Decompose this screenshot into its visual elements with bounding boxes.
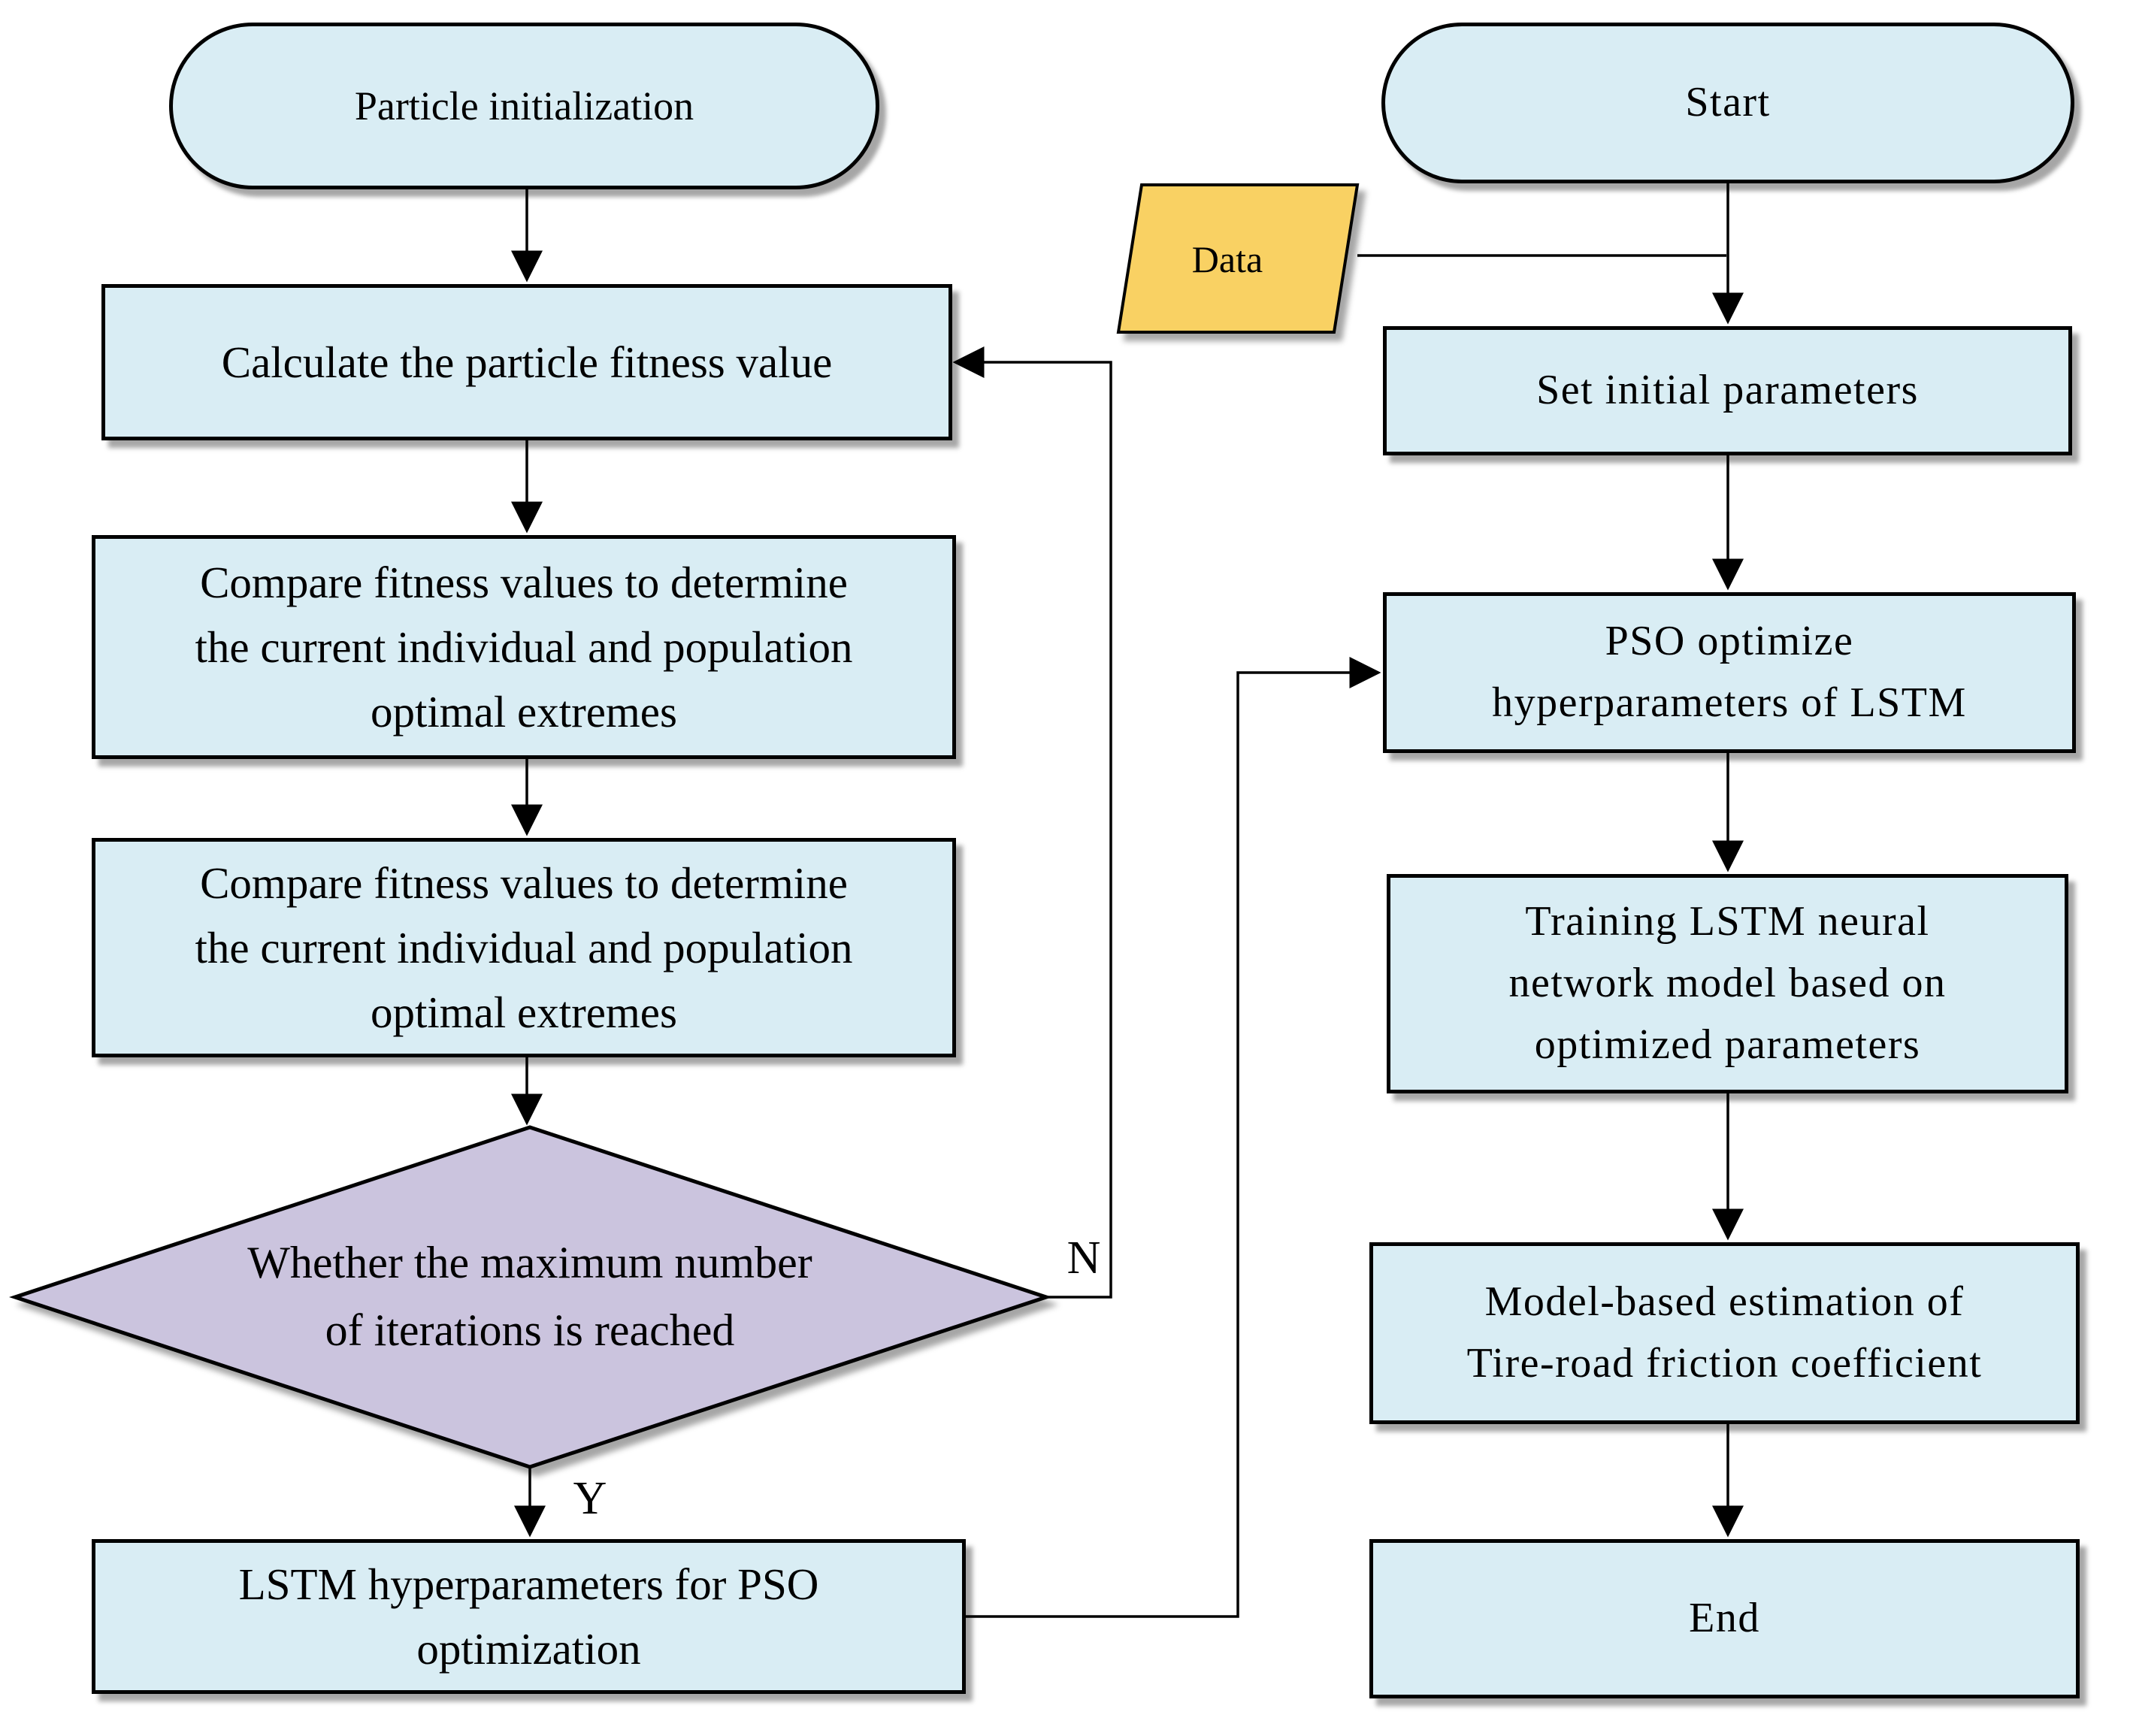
edge-decision-no-loop — [952, 346, 1112, 1299]
node-start: Start — [1381, 23, 2074, 183]
edge-label-no: N — [1067, 1232, 1101, 1284]
node-pso-optimize: PSO optimize hyperparameters of LSTM — [1383, 592, 2076, 753]
node-set-initial-parameters: Set initial parameters — [1383, 326, 2072, 455]
node-lstm-hyperparameters: LSTM hyperparameters for PSO optimizatio… — [92, 1539, 966, 1694]
data-parallelogram-shape — [1116, 183, 1360, 334]
data-parallelogram-label: Data — [1191, 238, 1263, 280]
node-compare-fitness-2: Compare fitness values to determine the … — [92, 838, 956, 1057]
node-compare-fitness-1: Compare fitness values to determine the … — [92, 535, 956, 759]
node-end: End — [1369, 1539, 2080, 1698]
node-model-estimation: Model-based estimation of Tire-road fric… — [1369, 1242, 2080, 1424]
node-calculate-fitness: Calculate the particle fitness value — [101, 284, 952, 440]
node-training-lstm: Training LSTM neural network model based… — [1387, 874, 2068, 1093]
edge-lstm-to-pso-loop — [966, 657, 1381, 1618]
node-particle-initialization: Particle initialization — [169, 23, 879, 189]
decision-diamond-label: Whether the maximum number of iterations… — [247, 1238, 812, 1355]
edge-label-yes: Y — [573, 1472, 607, 1524]
